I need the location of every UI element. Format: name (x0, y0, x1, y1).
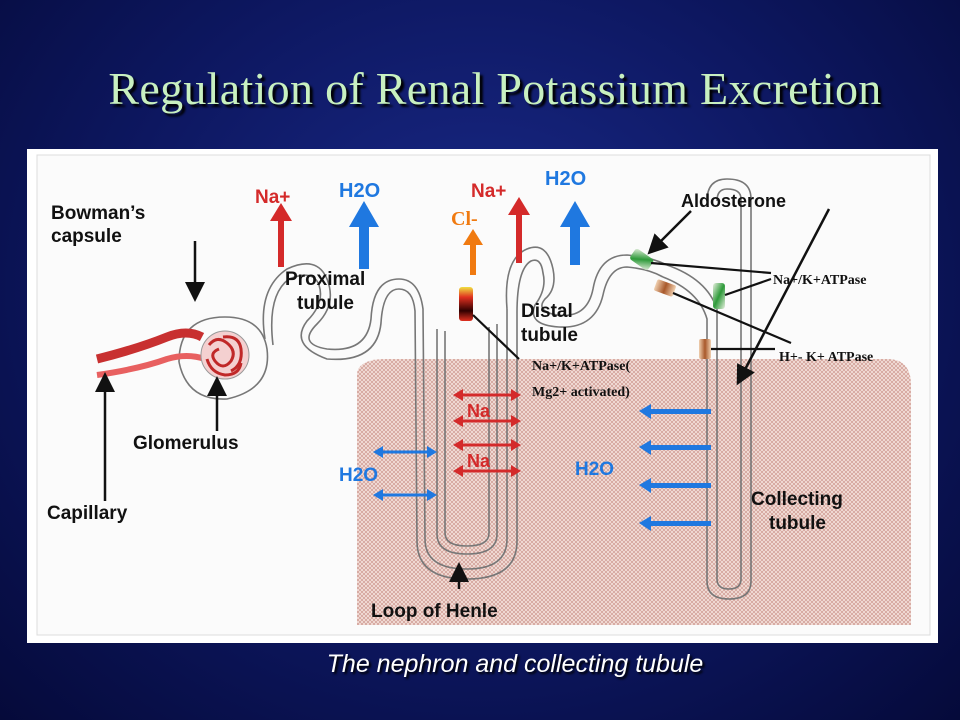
hk-atpase-label: H+- K+ ATPase (779, 350, 873, 365)
na-reabsorption-arrow-2 (508, 197, 530, 263)
figure-caption: The nephron and collecting tubule (326, 650, 704, 678)
nak-atpase-mg-label-1: Na+/K+ATPase( (532, 359, 630, 374)
bowmans-capsule-label-2: capsule (51, 226, 122, 247)
collecting-tubule-label-1: Collecting (751, 489, 843, 510)
glomerulus-capillary-tuft (95, 328, 250, 380)
nak-atpase-mg-label-2: Mg2+ activated) (532, 385, 630, 400)
nak-atpase-mg-pump (459, 287, 473, 321)
nak-atpase-pump-2 (713, 283, 725, 309)
proximal-tubule-label-1: Proximal (285, 269, 365, 290)
hk-atpase-pump-2 (699, 339, 711, 359)
na-reabsorption-arrow-1 (270, 203, 292, 267)
collecting-h2o-arrows (639, 404, 711, 531)
hk-atpase-pump-1 (654, 279, 676, 297)
h2o-reabsorption-arrow-1 (349, 201, 379, 269)
na-plus-label-2: Na+ (471, 181, 506, 202)
slide-title: Regulation of Renal Potassium Excretion (108, 63, 882, 114)
bowmans-capsule-label-1: Bowman’s (51, 203, 145, 224)
distal-tubule-label-2: tubule (521, 325, 578, 346)
nephron-figure: Bowman’s capsule Glomerulus Capillary Pr… (27, 149, 938, 643)
loop-na-label-1: Na (467, 401, 491, 421)
loop-of-henle-label: Loop of Henle (371, 601, 498, 622)
nephron-diagram: Bowman’s capsule Glomerulus Capillary Pr… (36, 154, 931, 636)
cl-transport-arrow (463, 229, 483, 275)
proximal-tubule-label-2: tubule (297, 293, 354, 314)
collecting-tubule-label-2: tubule (769, 513, 826, 534)
loop-h2o-label-left: H2O (339, 465, 378, 486)
na-plus-label-1: Na+ (255, 187, 290, 208)
h2o-label-1: H2O (339, 180, 380, 202)
loop-h2o-arrows (373, 446, 437, 501)
loop-na-label-2: Na (467, 451, 491, 471)
capillary-label: Capillary (47, 503, 128, 524)
glomerulus-label: Glomerulus (133, 433, 239, 454)
nak-atpase-pump-1 (630, 248, 654, 270)
h2o-reabsorption-arrow-2 (560, 201, 590, 265)
loop-na-transport-arrows (453, 389, 521, 477)
medullary-interstitium (357, 359, 911, 625)
cl-minus-label: Cl- (451, 208, 478, 230)
enzyme-pointer-lines (472, 261, 792, 360)
aldosterone-label: Aldosterone (681, 191, 786, 211)
h2o-label-2: H2O (545, 168, 586, 190)
distal-tubule-label-1: Distal (521, 301, 573, 322)
loop-h2o-label-right: H2O (575, 459, 614, 480)
pointer-arrows (95, 208, 831, 589)
nak-atpase-label: Na+/K+ATPase (773, 273, 866, 288)
